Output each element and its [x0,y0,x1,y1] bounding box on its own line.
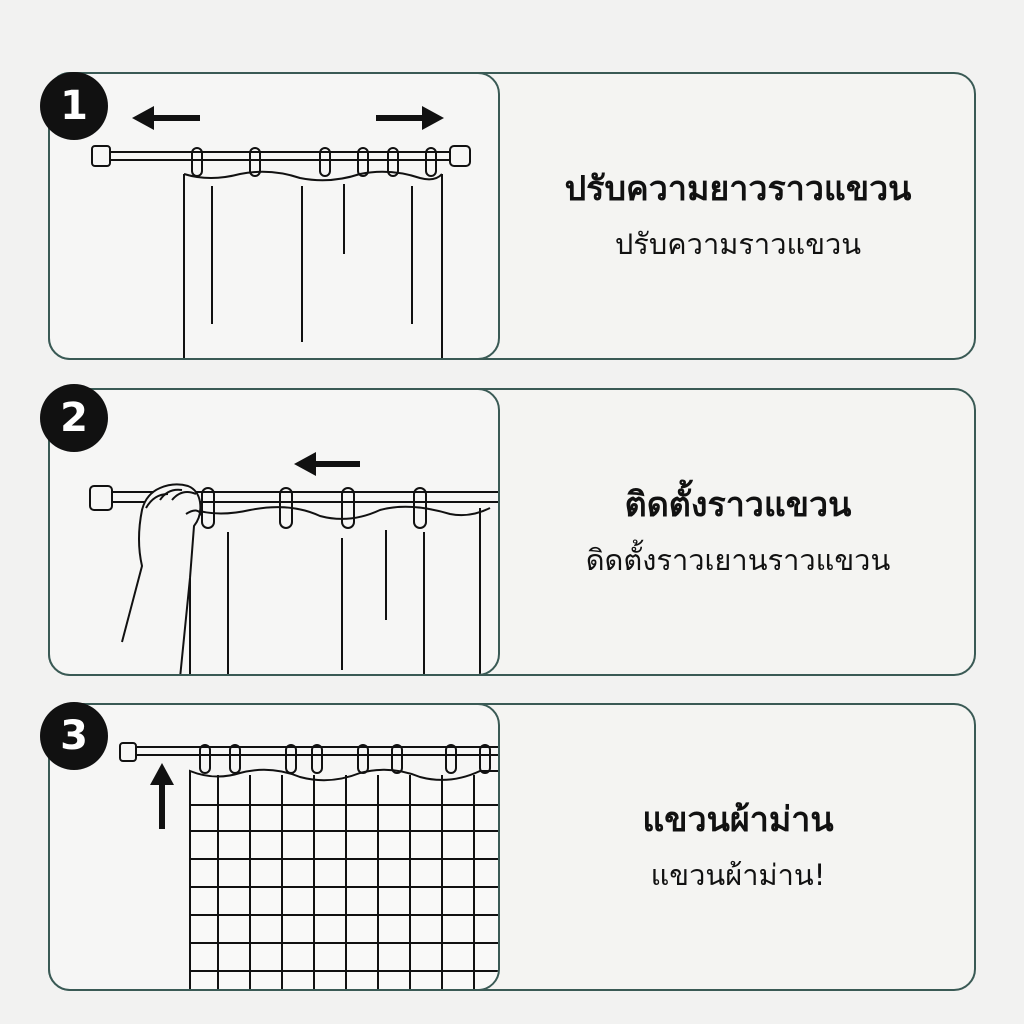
step-1-subtitle: ปรับความราวแขวน [614,227,862,262]
right-arrow-icon [376,106,444,130]
step-3-badge: 3 [40,702,108,770]
step-3-subtitle: แขวนผ้าม่าน! [650,858,826,893]
step-1-panel: ปรับความยาวราวแขวน ปรับความราวแขวน [48,72,976,360]
step-2-subtitle: ดิดตั้งราวเยานราวแขวน [585,543,891,578]
step-2-panel: ติดตั้งราวแขวน ดิดตั้งราวเยานราวแขวน [48,388,976,676]
step-2-text: ติดตั้งราวแขวน ดิดตั้งราวเยานราวแขวน [500,390,976,674]
left-arrow-icon [132,106,200,130]
adjust-rod-illustration [91,106,471,358]
step-2-title: ติดตั้งราวแขวน [624,485,852,526]
left-arrow-icon [294,452,360,476]
step-1-badge: 1 [40,72,108,140]
step-1-text: ปรับความยาวราวแขวน ปรับความราวแขวน [500,74,976,358]
step-2-badge: 2 [40,384,108,452]
up-arrow-icon [150,763,174,829]
step-3-text: แขวนผ้าม่าน แขวนผ้าม่าน! [500,705,976,989]
install-rod-illustration [89,452,498,674]
step-3-title: แขวนผ้าม่าน [642,800,834,841]
hand-icon [121,483,203,674]
step-2-illustration [48,388,500,676]
hang-curtain-illustration [119,742,498,989]
step-3-panel: แขวนผ้าม่าน แขวนผ้าม่าน! [48,703,976,991]
step-3-illustration [48,703,500,991]
step-1-illustration [48,72,500,360]
step-1-title: ปรับความยาวราวแขวน [564,169,912,210]
